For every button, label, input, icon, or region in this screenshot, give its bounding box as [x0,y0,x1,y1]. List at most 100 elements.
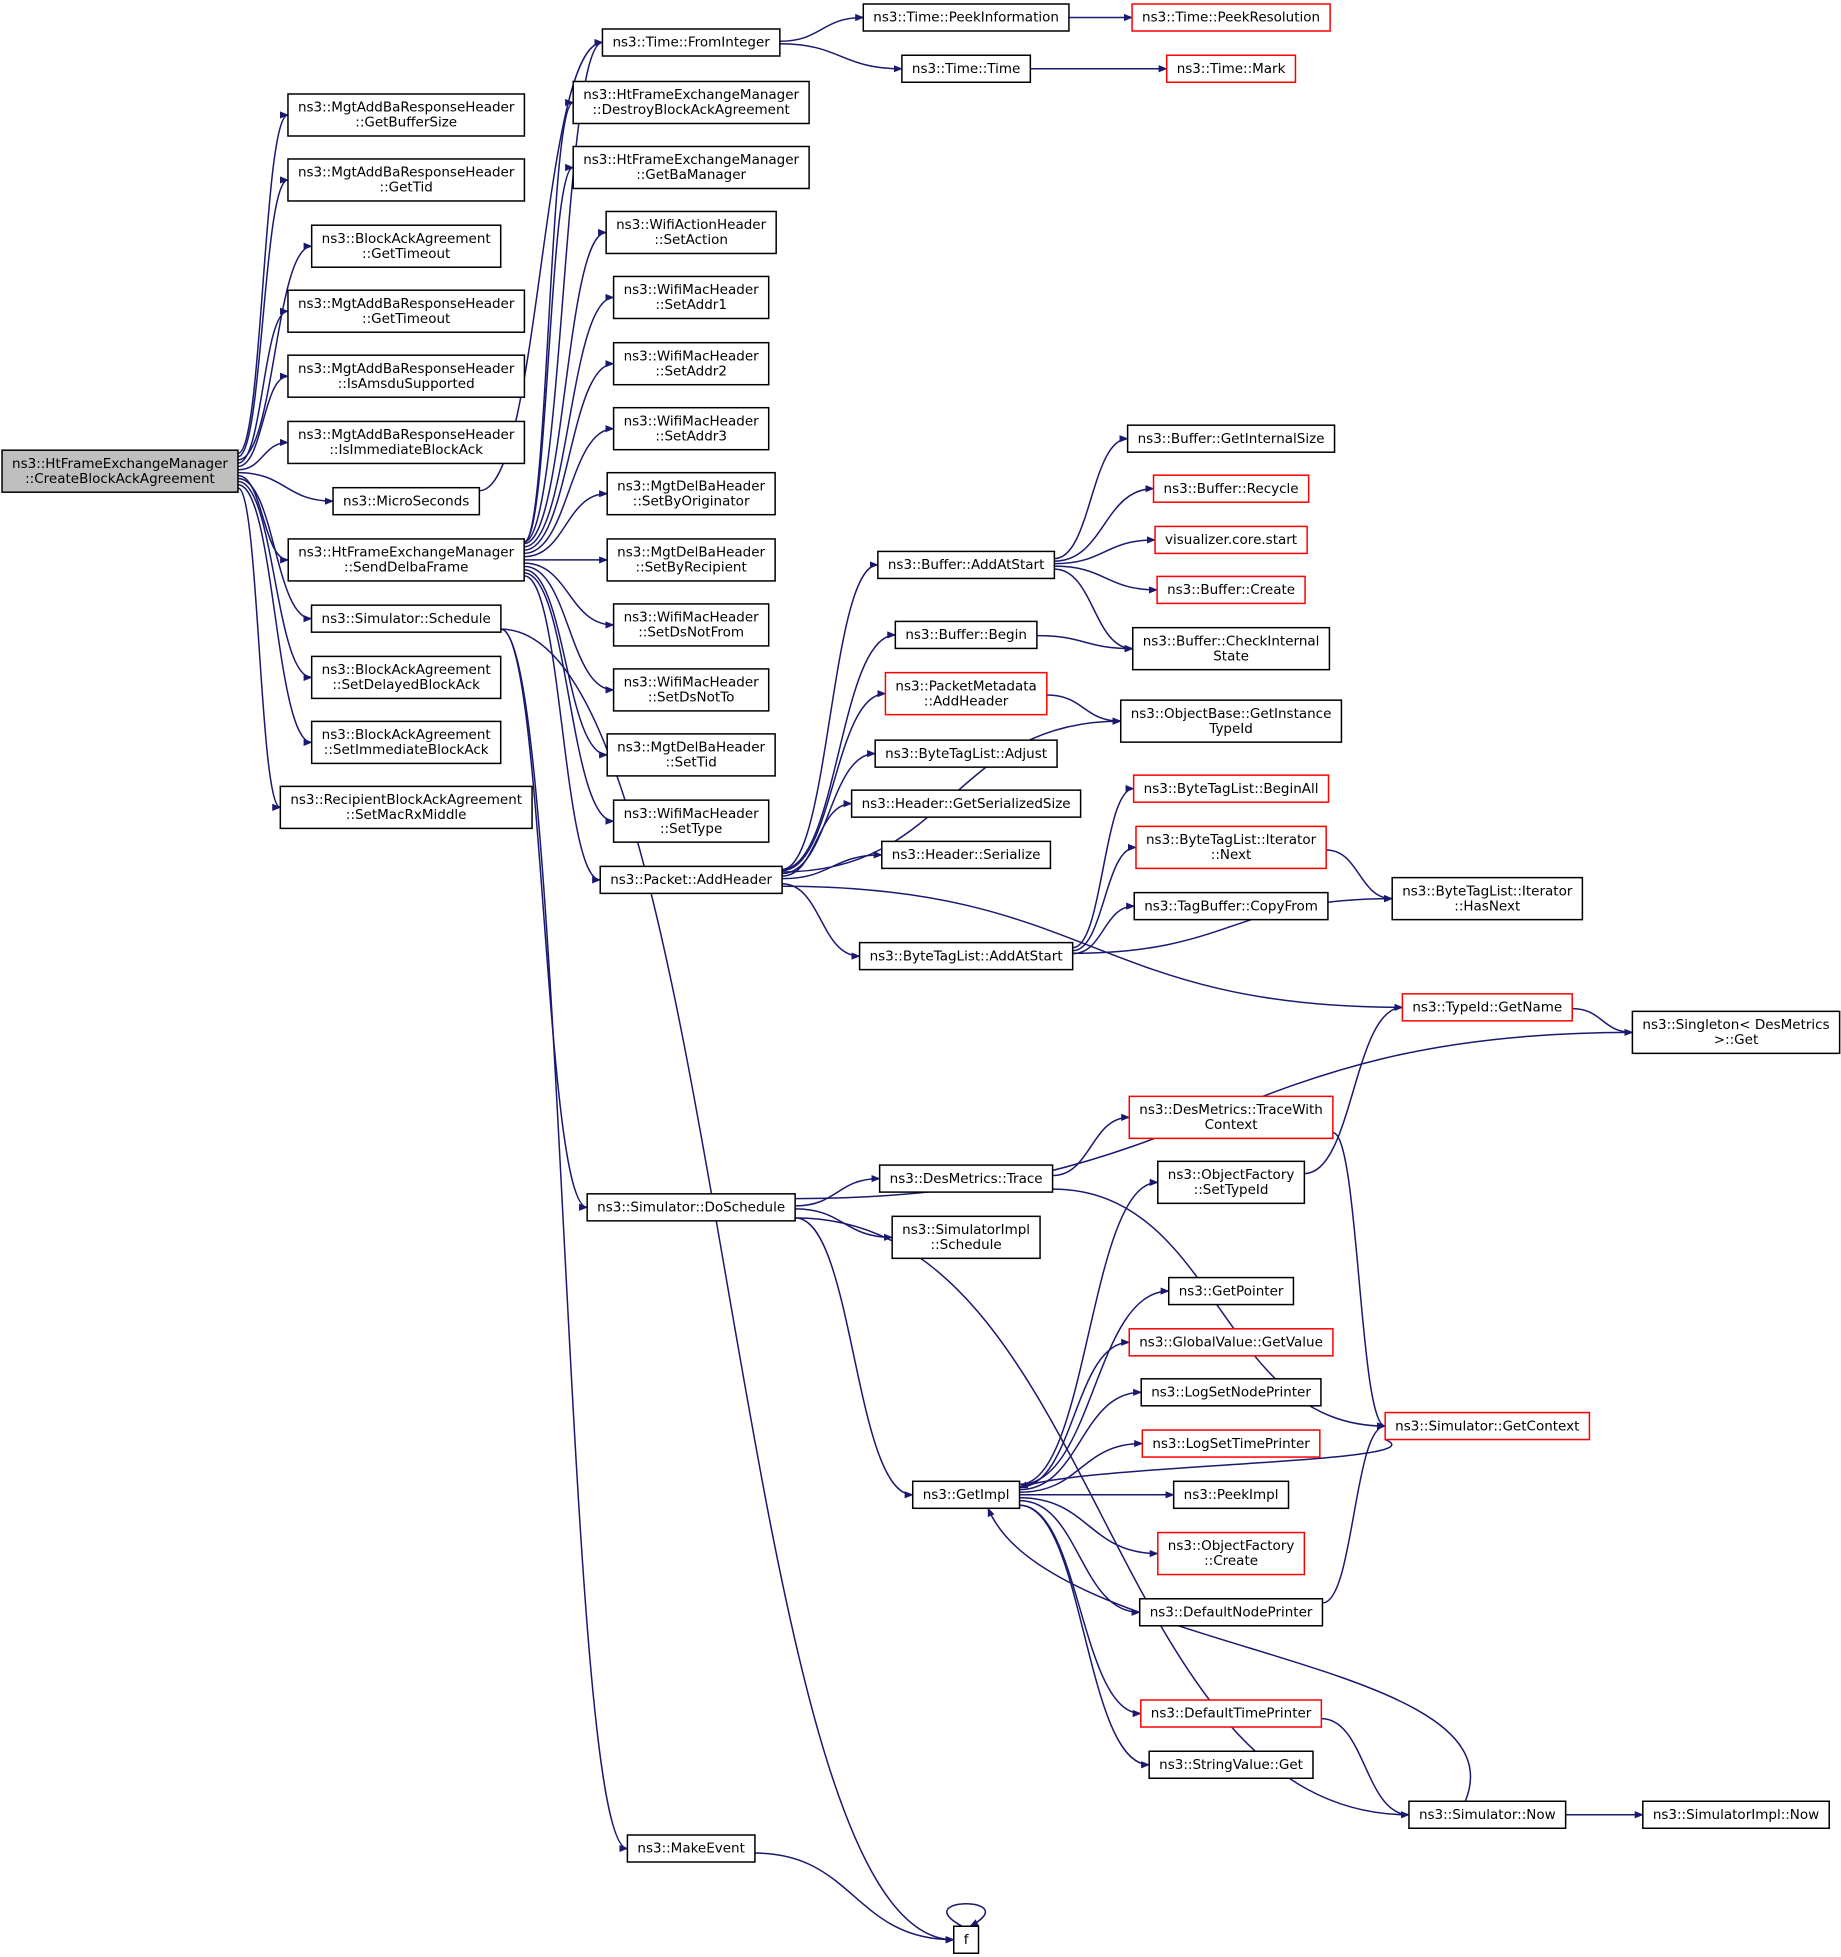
node-addba-amsdu[interactable]: ns3::MgtAddBaResponseHeader::IsAmsduSupp… [287,354,526,398]
node-baa-timeout[interactable]: ns3::BlockAckAgreement::GetTimeout [310,224,502,268]
node-label: ns3::HtFrameExchangeManager [298,545,514,561]
node-sim-getcontext[interactable]: ns3::Simulator::GetContext [1384,1411,1591,1441]
node-simimpl-now[interactable]: ns3::SimulatorImpl::Now [1642,1800,1830,1830]
node-box [1131,3,1331,32]
node-btli-next[interactable]: ns3::ByteTagList::Iterator::Next [1135,825,1327,870]
node-wmh-setdsnotfrom[interactable]: ns3::WifiMacHeader::SetDsNotFrom [612,603,770,647]
node-stringvalue-get[interactable]: ns3::StringValue::Get [1148,1750,1314,1780]
node-box [901,54,1032,83]
node-of-settypeid[interactable]: ns3::ObjectFactory::SetTypeId [1157,1160,1306,1205]
node-delba-settid[interactable]: ns3::MgtDelBaHeader::SetTid [606,733,776,777]
node-box [1119,699,1343,743]
node-getpointer[interactable]: ns3::GetPointer [1167,1276,1295,1306]
node-makeevent[interactable]: ns3::MakeEvent [626,1834,756,1863]
node-hdr-serialize[interactable]: ns3::Header::Serialize [881,840,1052,870]
node-defaulttimeprinter[interactable]: ns3::DefaultTimePrinter [1140,1699,1323,1728]
node-logsettimeprinter[interactable]: ns3::LogSetTimePrinter [1141,1429,1321,1458]
node-buf-addatstart[interactable]: ns3::Buffer::AddAtStart [877,550,1056,580]
node-delba-setbyrec[interactable]: ns3::MgtDelBaHeader::SetByRecipient [606,538,776,582]
node-box [877,550,1056,580]
node-wmh-setaddr1[interactable]: ns3::WifiMacHeader::SetAddr1 [612,275,770,320]
node-buf-recycle[interactable]: ns3::Buffer::Recycle [1152,474,1310,503]
node-buf-getinternalsize[interactable]: ns3::Buffer::GetInternalSize [1126,424,1336,453]
edge-senddelba-to-wmh-setdsnotto [524,565,615,694]
node-time-peekinfo[interactable]: ns3::Time::PeekInformation [862,3,1070,32]
node-sim-schedule[interactable]: ns3::Simulator::Schedule [310,604,502,633]
node-getimpl[interactable]: ns3::GetImpl [911,1480,1021,1510]
edge-getimpl-to-logsetnodeprinter [1019,1388,1143,1491]
node-pm-addheader[interactable]: ns3::PacketMetadata::AddHeader [884,671,1048,716]
node-hdr-getsersize[interactable]: ns3::Header::GetSerializedSize [850,789,1082,818]
node-box [1172,1480,1290,1510]
node-packet-addheader[interactable]: ns3::Packet::AddHeader [599,865,783,895]
node-of-create[interactable]: ns3::ObjectFactory::Create [1157,1531,1306,1576]
node-label: ns3::Time::Mark [1177,61,1286,77]
node-wmh-settype[interactable]: ns3::WifiMacHeader::SetType [612,799,770,843]
node-label: ns3::DefaultNodePrinter [1150,1604,1313,1620]
node-dm-trace[interactable]: ns3::DesMetrics::Trace [878,1164,1054,1193]
node-btli-hasnext[interactable]: ns3::ByteTagList::Iterator::HasNext [1391,876,1584,921]
node-label: ns3::HtFrameExchangeManager [583,87,799,103]
node-wah-setaction[interactable]: ns3::WifiActionHeader::SetAction [605,210,777,255]
node-box [881,840,1052,870]
node-box [310,604,502,633]
node-label: ns3::Buffer::Recycle [1164,481,1299,497]
node-sim-doschedule[interactable]: ns3::Simulator::DoSchedule [586,1193,796,1222]
node-time-mark[interactable]: ns3::Time::Mark [1165,54,1297,83]
node-time-peekres[interactable]: ns3::Time::PeekResolution [1131,3,1331,32]
node-buf-begin[interactable]: ns3::Buffer::Begin [894,620,1038,650]
node-btl-addatstart[interactable]: ns3::ByteTagList::AddAtStart [858,941,1074,971]
node-viz-start[interactable]: visualizer.core.start [1154,525,1308,555]
node-time-frominteger[interactable]: ns3::Time::FromInteger [601,28,781,57]
node-logsetnodeprinter[interactable]: ns3::LogSetNodePrinter [1140,1378,1322,1407]
edge-senddelba-to-delba-settid [524,568,609,759]
edge-packet-addheader-to-typeid-getname [782,885,1404,1011]
node-typeid-getname[interactable]: ns3::TypeId::GetName [1401,993,1573,1022]
node-gv-getvalue[interactable]: ns3::GlobalValue::GetValue [1128,1328,1334,1357]
node-wmh-setaddr2[interactable]: ns3::WifiMacHeader::SetAddr2 [612,341,770,386]
node-baa-setdelayed[interactable]: ns3::BlockAckAgreement::SetDelayedBlockA… [310,655,502,700]
node-btl-adjust[interactable]: ns3::ByteTagList::Adjust [874,739,1058,768]
node-box [612,668,770,712]
node-box [1157,1160,1306,1205]
node-rbaa-setmacrx[interactable]: ns3::RecipientBlockAckAgreement::SetMacR… [279,785,533,830]
node-label: ::GetTimeout [362,311,450,327]
node-time-time[interactable]: ns3::Time::Time [901,54,1032,83]
node-box [1148,1750,1314,1780]
edge-time-frominteger-to-time-time [779,43,903,73]
node-singleton-get[interactable]: ns3::Singleton< DesMetrics>::Get [1631,1010,1841,1055]
node-addba-tid[interactable]: ns3::MgtAddBaResponseHeader::GetTid [287,158,526,202]
node-addba-timeout[interactable]: ns3::MgtAddBaResponseHeader::GetTimeout [287,289,526,333]
node-box [1133,891,1329,921]
node-root[interactable]: ns3::HtFrameExchangeManager::CreateBlock… [1,449,239,493]
node-delba-setbyorig[interactable]: ns3::MgtDelBaHeader::SetByOriginator [606,471,776,516]
node-htfem-destroy[interactable]: ns3::HtFrameExchangeManager::DestroyBloc… [572,80,810,125]
node-label: ns3::Buffer::Create [1167,582,1295,598]
node-wmh-setdsnotto[interactable]: ns3::WifiMacHeader::SetDsNotTo [612,668,770,712]
node-baa-setimmediate[interactable]: ns3::BlockAckAgreement::SetImmediateBloc… [310,720,502,765]
node-peekimpl[interactable]: ns3::PeekImpl [1172,1480,1290,1510]
node-htfem-getbam[interactable]: ns3::HtFrameExchangeManager::GetBaManage… [572,145,810,190]
edge-getimpl-to-of-create [1019,1496,1159,1558]
node-senddelba[interactable]: ns3::HtFrameExchangeManager::SendDelbaFr… [287,538,525,582]
node-buf-create[interactable]: ns3::Buffer::Create [1156,575,1306,605]
edge-getimpl-to-of-settypeid [1019,1178,1159,1486]
node-addba-immediate[interactable]: ns3::MgtAddBaResponseHeader::IsImmediate… [287,420,526,465]
edge-senddelba-to-wah-setaction [524,228,608,545]
node-wmh-setaddr3[interactable]: ns3::WifiMacHeader::SetAddr3 [612,406,770,451]
node-label: ::GetBufferSize [355,115,457,131]
edge-senddelba-to-packet-addheader [523,575,602,884]
node-f[interactable]: f [952,1925,980,1954]
node-sim-now[interactable]: ns3::Simulator::Now [1408,1800,1567,1830]
node-box [1126,424,1336,453]
edge-packet-addheader-to-btl-addatstart [782,882,861,960]
node-btl-beginall[interactable]: ns3::ByteTagList::BeginAll [1132,774,1330,803]
node-defaultnodeprinter[interactable]: ns3::DefaultNodePrinter [1138,1598,1324,1627]
node-addba-bufsize[interactable]: ns3::MgtAddBaResponseHeader::GetBufferSi… [287,93,526,137]
node-simimpl-schedule[interactable]: ns3::SimulatorImpl::Schedule [891,1215,1041,1260]
node-tagbuf-copyfrom[interactable]: ns3::TagBuffer::CopyFrom [1133,891,1329,921]
node-microseconds[interactable]: ns3::MicroSeconds [332,486,481,516]
